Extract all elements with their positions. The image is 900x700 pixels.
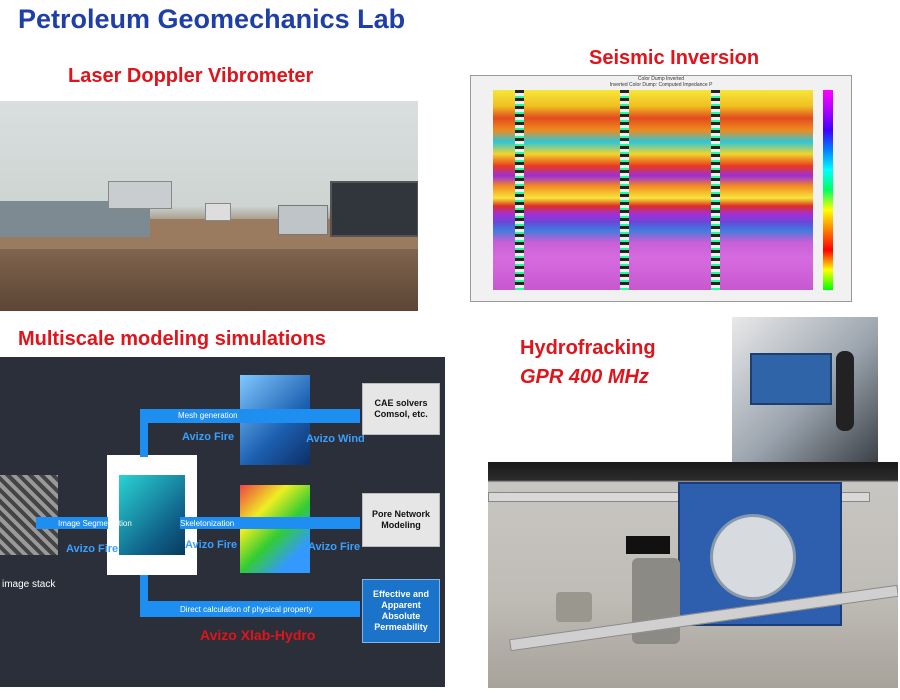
gpr-subheading: GPR 400 MHz <box>520 366 649 388</box>
network-cube <box>240 485 310 573</box>
seismic-section <box>493 90 813 290</box>
pore-network-box: Pore Network Modeling <box>362 493 440 547</box>
avizo-fire-label-2: Avizo Fire <box>66 543 119 555</box>
permeability-box: Effective and Apparent Absolute Permeabi… <box>362 579 440 643</box>
segmented-cube <box>119 475 185 555</box>
avizo-fire-label-4: Avizo Fire <box>308 541 361 553</box>
arrow-up <box>140 415 148 457</box>
arrow-mesh <box>140 409 360 423</box>
arrow-direct <box>140 601 360 617</box>
controller-box <box>278 205 328 235</box>
rig-frame <box>750 353 832 405</box>
avizo-xlab-label: Avizo Xlab-Hydro <box>200 627 316 643</box>
seismic-subtitle: Inverted Color Dump: Computed Impedance … <box>609 82 713 88</box>
image-stack-label: image stack <box>2 579 56 590</box>
image-segmentation-label: Image Segmentation <box>58 519 132 528</box>
avizo-wind-label: Avizo Wind <box>306 433 365 445</box>
seismic-heading: Seismic Inversion <box>589 47 760 69</box>
ldv-heading: Laser Doppler Vibrometer <box>68 65 314 87</box>
arrow-skeleton <box>180 517 360 529</box>
hydrofracking-rig-photo <box>488 462 898 688</box>
hydrofracking-setup-photo <box>732 317 878 464</box>
segmented-sample-frame <box>107 455 197 575</box>
arrow-segmentation <box>36 517 108 529</box>
laptop <box>330 181 418 237</box>
well-log-1 <box>515 90 524 290</box>
digital-display <box>626 536 670 554</box>
multiscale-diagram: image stack Mesh generation Avizo Fire A… <box>0 357 445 687</box>
avizo-fire-label-1: Avizo Fire <box>182 431 235 443</box>
arrow-down <box>140 575 148 611</box>
image-stack-cube <box>0 475 58 555</box>
small-core-sample <box>556 592 592 622</box>
well-log-3 <box>711 90 720 290</box>
page-title: Petroleum Geomechanics Lab <box>18 4 406 34</box>
direct-calculation-label: Direct calculation of physical property <box>180 605 313 614</box>
well-log-2 <box>620 90 629 290</box>
sample-block <box>205 203 231 221</box>
avizo-fire-label-3: Avizo Fire <box>185 539 238 551</box>
piston-head <box>710 514 796 600</box>
cae-solvers-box: CAE solvers Comsol, etc. <box>362 383 440 435</box>
seismic-plot-window: Color Dump Inverted Inverted Color Dump:… <box>470 75 852 302</box>
hydro-heading: Hydrofracking <box>520 337 656 359</box>
operator <box>836 351 854 431</box>
seismic-window-title: Color Dump Inverted <box>637 76 685 82</box>
impedance-color-scale <box>823 90 833 290</box>
multiscale-heading: Multiscale modeling simulations <box>18 328 326 350</box>
instrument-box <box>108 181 172 209</box>
mesh-generation-label: Mesh generation <box>178 411 238 420</box>
skeletonization-label: Skeletonization <box>180 519 235 528</box>
ldv-photo <box>0 101 418 311</box>
